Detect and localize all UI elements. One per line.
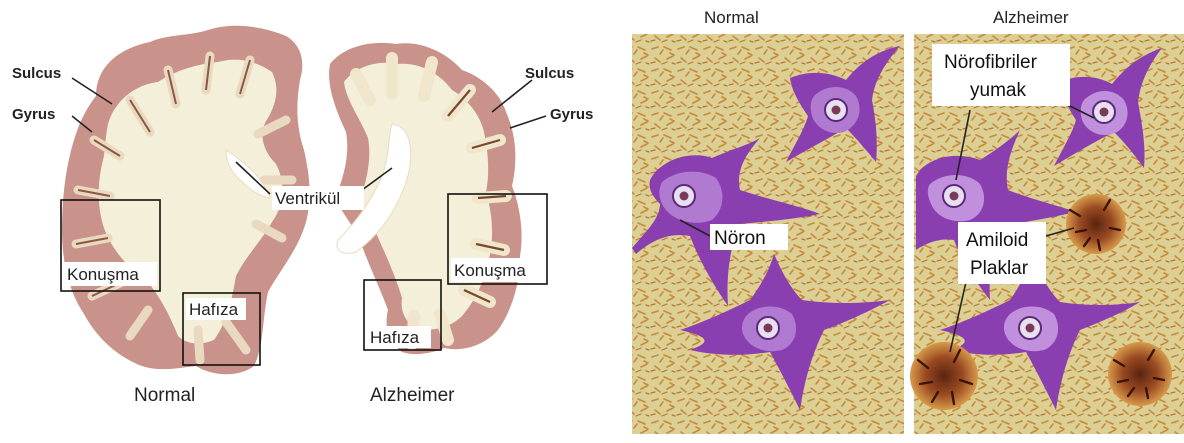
speech-label-alzheimer: Konuşma — [454, 261, 526, 280]
normal-tissue-panel: Nöron — [632, 34, 904, 434]
ventricle-label: Ventrikül — [275, 189, 340, 208]
nucleolus-alzheimer-2 — [1100, 108, 1109, 117]
nucleolus-normal-2 — [832, 106, 841, 115]
sulcus-label-right: Sulcus — [525, 65, 574, 82]
amyloid-plaque-3 — [1108, 342, 1172, 406]
gyrus-label-left: Gyrus — [12, 106, 55, 123]
memory-label-normal: Hafıza — [189, 300, 239, 319]
tissue-normal-title: Normal — [704, 8, 759, 27]
plaque-label-line2: Plaklar — [970, 258, 1029, 279]
memory-label-alzheimer: Hafıza — [370, 328, 420, 347]
amyloid-plaque-1 — [1066, 194, 1126, 254]
plaque-label-line1: Amiloid — [966, 230, 1028, 251]
speech-label-normal: Konuşma — [67, 265, 139, 284]
gyrus-label-right: Gyrus — [550, 106, 593, 123]
nucleolus-alzheimer-3 — [1026, 324, 1035, 333]
alzheimer-tissue-panel: Nörofibriler yumak Amiloid Plaklar — [910, 34, 1184, 434]
tangle-label-line1: Nörofibriler — [944, 52, 1038, 73]
alzheimer-brain-caption: Alzheimer — [370, 385, 455, 406]
tangle-label-line2: yumak — [970, 80, 1026, 101]
tissue-alzheimer-title: Alzheimer — [993, 8, 1069, 27]
nucleolus-normal-1 — [680, 192, 689, 201]
nucleolus-normal-3 — [764, 324, 773, 333]
amyloid-plaque-2 — [910, 342, 978, 410]
sulcus-label-left: Sulcus — [12, 65, 61, 82]
nucleolus-alzheimer-1 — [950, 192, 959, 201]
normal-brain-caption: Normal — [134, 385, 195, 406]
neuron-label: Nöron — [714, 228, 766, 249]
